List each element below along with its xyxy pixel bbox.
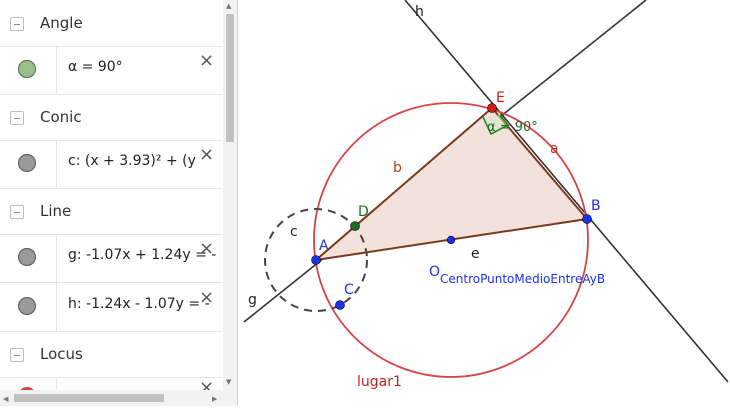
point-D[interactable] — [350, 221, 360, 231]
label-E: E — [496, 90, 505, 106]
label-g: g — [248, 292, 257, 308]
line-h[interactable] — [404, 0, 729, 383]
algebra-expression[interactable]: h: -1.24x - 1.07y = - — [68, 296, 210, 312]
section-label: Locus — [40, 345, 83, 363]
section-label: Angle — [40, 14, 83, 32]
delete-icon[interactable]: × — [199, 287, 215, 308]
label-O-subscript: CentroPuntoMedioEntreAyB — [440, 272, 605, 286]
triangle-fill — [316, 108, 587, 260]
label-A: A — [319, 238, 329, 254]
label-h: h — [415, 4, 424, 20]
visibility-toggle-icon[interactable] — [18, 248, 36, 266]
circle-c[interactable] — [264, 208, 368, 312]
delete-icon[interactable]: × — [199, 50, 215, 71]
delete-icon[interactable]: × — [199, 144, 215, 165]
section-label: Conic — [40, 108, 82, 126]
algebra-item-h[interactable]: h: -1.24x - 1.07y = - × — [0, 283, 222, 332]
segment-b[interactable] — [315, 107, 493, 261]
label-B: B — [591, 198, 601, 214]
horizontal-scroll-thumb[interactable] — [14, 394, 164, 402]
visibility-toggle-icon[interactable] — [18, 60, 36, 78]
visibility-toggle-icon[interactable] — [18, 297, 36, 315]
segment-a[interactable] — [491, 107, 588, 220]
collapse-icon[interactable] — [10, 348, 24, 362]
point-O[interactable] — [446, 235, 456, 245]
scroll-down-icon[interactable]: ▼ — [226, 378, 232, 386]
circle-lugar1[interactable] — [313, 102, 589, 378]
section-header-angle[interactable]: Angle — [0, 2, 222, 47]
section-header-locus[interactable]: Locus — [0, 333, 222, 378]
algebra-view: Angle α = 90° × Conic c: (x + 3.93)² + (… — [0, 0, 238, 406]
label-O: O — [429, 264, 440, 280]
construction-canvas[interactable]: h g E a b B D c A e C O CentroPuntoMedio… — [238, 0, 730, 406]
scroll-up-icon[interactable]: ▲ — [226, 2, 232, 10]
graphics-view[interactable]: h g E a b B D c A e C O CentroPuntoMedio… — [238, 0, 730, 406]
vertical-scroll-thumb[interactable] — [226, 14, 234, 142]
label-a: a — [550, 141, 559, 157]
point-E[interactable] — [487, 103, 497, 113]
scroll-left-icon[interactable]: ◀ — [3, 395, 9, 403]
point-C[interactable] — [335, 300, 345, 310]
collapse-icon[interactable] — [10, 111, 24, 125]
label-C: C — [344, 282, 354, 298]
right-angle-marker[interactable] — [482, 114, 510, 136]
algebra-item-lugar1[interactable]: × — [0, 377, 222, 405]
point-A[interactable] — [311, 255, 321, 265]
algebra-expression[interactable]: g: -1.07x + 1.24y = - — [68, 247, 217, 263]
visibility-toggle-icon[interactable] — [18, 154, 36, 172]
label-alpha: α = 90° — [487, 120, 538, 135]
section-header-line[interactable]: Line — [0, 190, 222, 235]
section-header-conic[interactable]: Conic — [0, 96, 222, 141]
label-b: b — [393, 160, 402, 176]
section-label: Line — [40, 202, 72, 220]
algebra-item-alpha[interactable]: α = 90° × — [0, 46, 222, 95]
collapse-icon[interactable] — [10, 17, 24, 31]
algebra-item-c[interactable]: c: (x + 3.93)² + (y × — [0, 140, 222, 189]
algebra-expression[interactable]: α = 90° — [68, 59, 123, 75]
label-c: c — [290, 224, 298, 240]
label-lugar1: lugar1 — [357, 374, 402, 390]
algebra-item-g[interactable]: g: -1.07x + 1.24y = - × — [0, 234, 222, 283]
delete-icon[interactable]: × — [199, 238, 215, 259]
collapse-icon[interactable] — [10, 205, 24, 219]
label-e: e — [471, 246, 480, 262]
label-D: D — [358, 204, 369, 220]
algebra-expression[interactable]: c: (x + 3.93)² + (y — [68, 153, 196, 169]
scroll-right-icon[interactable]: ▶ — [212, 395, 218, 403]
point-B[interactable] — [582, 214, 592, 224]
